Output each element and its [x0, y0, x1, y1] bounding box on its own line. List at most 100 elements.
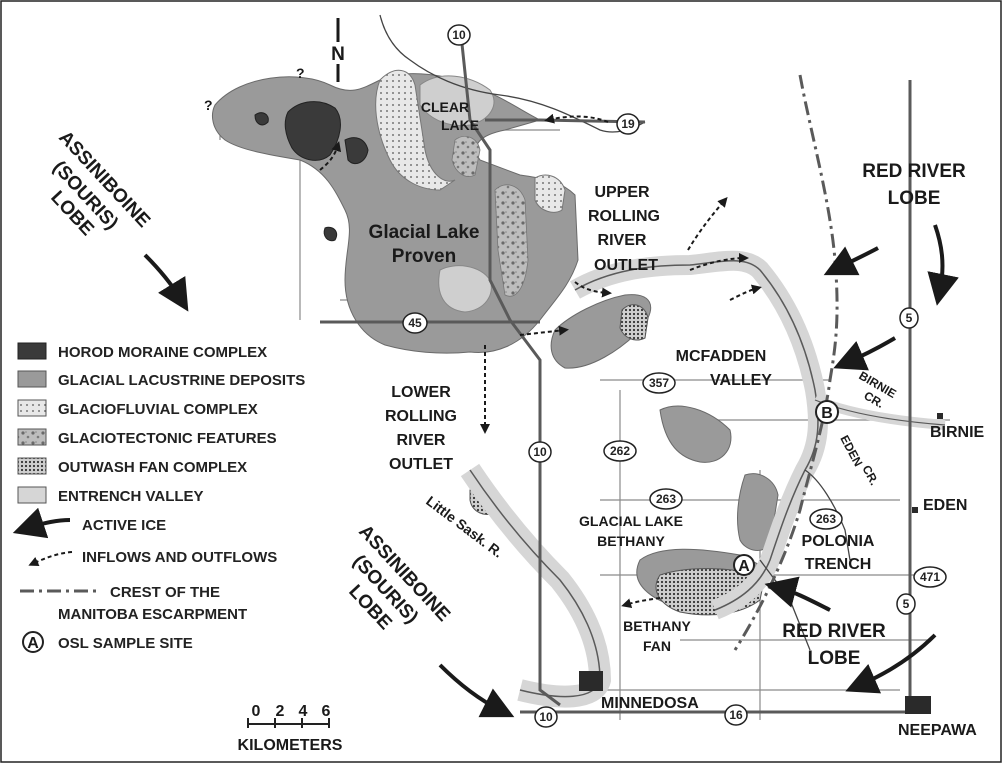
svg-text:10: 10: [533, 445, 547, 459]
svg-text:Proven: Proven: [392, 246, 456, 267]
svg-text:MCFADDEN: MCFADDEN: [676, 348, 767, 365]
svg-text:ROLLING: ROLLING: [385, 408, 457, 425]
svg-text:5: 5: [903, 597, 910, 611]
svg-text:CLEAR: CLEAR: [421, 99, 469, 115]
label-red-river-top: RED RIVER LOBE: [862, 161, 966, 209]
legend: HOROD MORAINE COMPLEX GLACIAL LACUSTRINE…: [12, 342, 305, 653]
shield-h263-east: 263: [809, 508, 843, 530]
north-arrow: N: [331, 18, 345, 82]
svg-text:10: 10: [452, 28, 466, 42]
label-lake-proven: Glacial Lake Proven: [369, 222, 480, 267]
shield-h16: 16: [724, 704, 748, 726]
svg-text:CREST OF THE: CREST OF THE: [110, 584, 220, 601]
legend-item-outwash: OUTWASH FAN COMPLEX: [17, 457, 247, 476]
inflow-outflow-arrows: [319, 113, 762, 609]
svg-text:RIVER: RIVER: [598, 232, 647, 249]
shield-h5-upper: 5: [899, 307, 919, 329]
legend-item-horod: HOROD MORAINE COMPLEX: [17, 342, 267, 361]
north-label: N: [331, 44, 345, 65]
legend-item-entrench: ENTRENCH VALLEY: [17, 486, 204, 505]
svg-text:10: 10: [539, 710, 553, 724]
svg-text:OUTWASH FAN COMPLEX: OUTWASH FAN COMPLEX: [58, 459, 247, 476]
svg-text:357: 357: [649, 376, 669, 390]
shield-h10-mid: 10: [528, 441, 552, 463]
scale-tick-0: 0: [252, 703, 261, 720]
label-lower-outlet: LOWER ROLLING RIVER OUTLET: [385, 384, 457, 473]
scale-tick-6: 6: [322, 703, 331, 720]
svg-text:5: 5: [906, 311, 913, 325]
svg-text:ACTIVE ICE: ACTIVE ICE: [82, 517, 166, 534]
svg-text:19: 19: [621, 117, 635, 131]
label-clear-lake: CLEAR LAKE: [421, 99, 479, 133]
svg-text:A: A: [27, 635, 39, 652]
shield-h262: 262: [603, 440, 637, 462]
svg-text:BETHANY: BETHANY: [597, 533, 665, 549]
legend-item-osl: A OSL SAMPLE SITE: [22, 631, 193, 653]
osl-site-a: A: [733, 554, 755, 576]
svg-text:B: B: [821, 405, 833, 422]
shield-h10-north: 10: [447, 24, 471, 46]
shield-h357: 357: [642, 372, 676, 394]
svg-text:A: A: [738, 558, 750, 575]
label-red-river-bottom: RED RIVER LOBE: [782, 621, 886, 669]
label-mcfadden-valley: MCFADDEN VALLEY: [676, 348, 773, 389]
svg-text:RIVER: RIVER: [397, 432, 446, 449]
question-mark-2: ?: [204, 97, 213, 113]
legend-item-escarpment: CREST OF THE MANITOBA ESCARPMENT: [20, 584, 247, 623]
escarpment-crest: [733, 74, 839, 651]
svg-text:GLACIAL LAKE: GLACIAL LAKE: [579, 513, 683, 529]
svg-text:GLACIAL LACUSTRINE DEPOSITS: GLACIAL LACUSTRINE DEPOSITS: [58, 372, 305, 389]
svg-text:HOROD MORAINE COMPLEX: HOROD MORAINE COMPLEX: [58, 344, 267, 361]
svg-text:263: 263: [816, 512, 836, 526]
svg-text:MANITOBA ESCARPMENT: MANITOBA ESCARPMENT: [58, 606, 247, 623]
entrench-valley: [460, 250, 946, 708]
label-minnedosa: MINNEDOSA: [601, 695, 699, 712]
svg-text:LOWER: LOWER: [391, 384, 451, 401]
svg-text:OUTLET: OUTLET: [389, 456, 453, 473]
svg-text:FAN: FAN: [643, 638, 671, 654]
svg-text:471: 471: [920, 570, 940, 584]
question-mark-1: ?: [296, 65, 305, 81]
label-eden: EDEN: [923, 497, 967, 514]
legend-item-glaciotectonic: GLACIOTECTONIC FEATURES: [17, 428, 277, 447]
svg-text:LOBE: LOBE: [888, 188, 941, 209]
neepawa-marker: [905, 696, 931, 714]
legend-item-glaciofluvial: GLACIOFLUVIAL COMPLEX: [17, 399, 258, 418]
label-birnie: BIRNIE: [930, 424, 985, 441]
svg-text:GLACIOTECTONIC FEATURES: GLACIOTECTONIC FEATURES: [58, 430, 277, 447]
scale-tick-2: 2: [276, 703, 285, 720]
glaciotectonic-features: [451, 136, 529, 297]
svg-text:TRENCH: TRENCH: [805, 556, 872, 573]
svg-text:ROLLING: ROLLING: [588, 208, 660, 225]
svg-text:GLACIOFLUVIAL COMPLEX: GLACIOFLUVIAL COMPLEX: [58, 401, 258, 418]
label-neepawa: NEEPAWA: [898, 722, 977, 739]
svg-text:16: 16: [729, 708, 743, 722]
svg-text:UPPER: UPPER: [594, 184, 650, 201]
shield-h5-lower: 5: [896, 593, 916, 615]
label-bethany-fan: BETHANY FAN: [623, 618, 691, 654]
minnedosa-marker: [579, 671, 603, 691]
osl-site-b: B: [815, 400, 839, 424]
svg-text:LOBE: LOBE: [808, 648, 861, 669]
svg-text:RED RIVER: RED RIVER: [782, 621, 886, 642]
horod-moraine: [254, 101, 369, 242]
shield-h471: 471: [913, 566, 947, 588]
svg-text:VALLEY: VALLEY: [710, 372, 772, 389]
svg-text:Glacial Lake: Glacial Lake: [369, 222, 480, 243]
svg-text:OSL SAMPLE SITE: OSL SAMPLE SITE: [58, 635, 193, 652]
birnie-marker: [937, 413, 943, 419]
shield-h19: 19: [616, 113, 640, 135]
town-markers: [579, 413, 943, 714]
highway-shields: 10 19 45 5 357 262 10 263 263 471 5 10 1…: [402, 24, 947, 728]
label-polonia-trench: POLONIA TRENCH: [802, 533, 875, 573]
scale-unit: KILOMETERS: [238, 737, 343, 754]
light-lacustrine: [419, 75, 495, 313]
label-upper-outlet: UPPER ROLLING RIVER OUTLET: [588, 184, 660, 274]
eden-marker: [912, 507, 918, 513]
label-lake-bethany: GLACIAL LAKE BETHANY: [579, 513, 683, 549]
svg-text:RED RIVER: RED RIVER: [862, 161, 966, 182]
shield-h263-west: 263: [649, 488, 683, 510]
svg-text:POLONIA: POLONIA: [802, 533, 875, 550]
legend-item-active-ice: ACTIVE ICE: [12, 507, 166, 539]
